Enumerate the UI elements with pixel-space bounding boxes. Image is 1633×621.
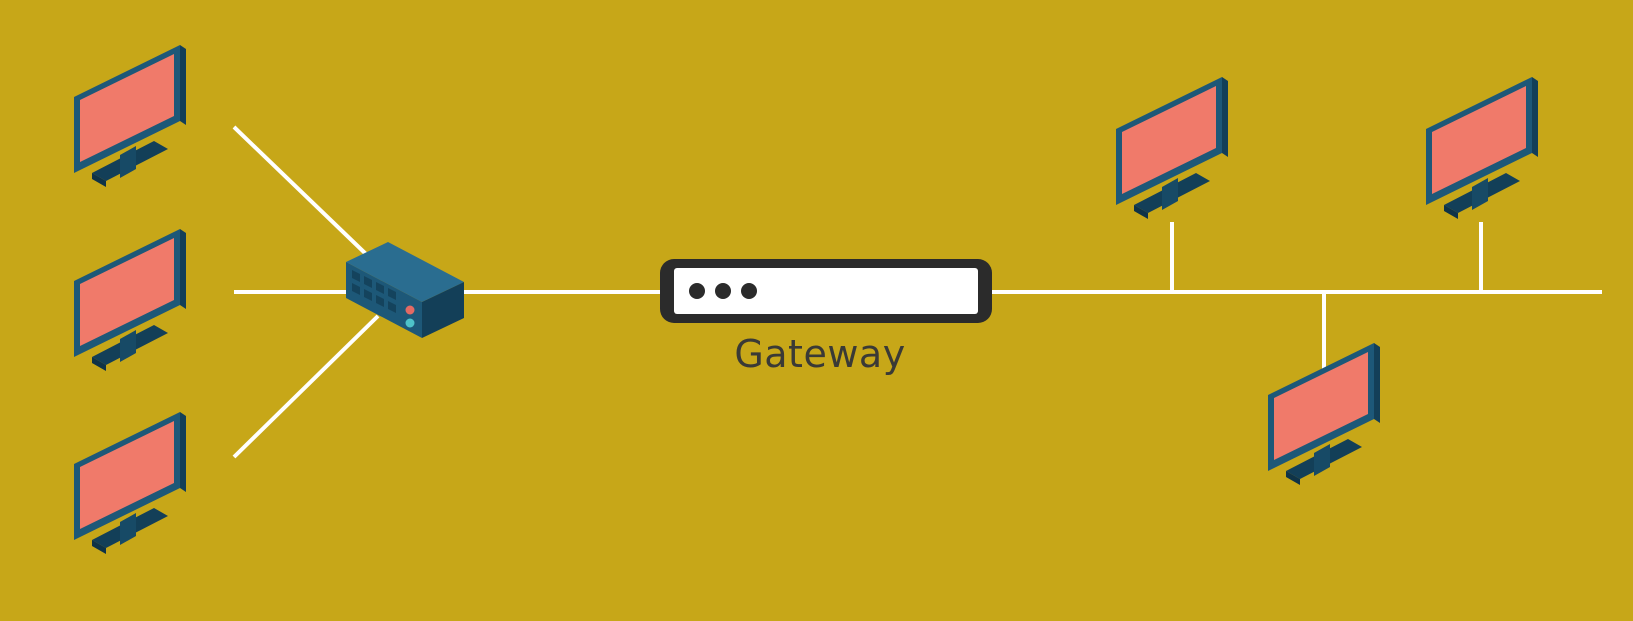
monitor-icon — [1116, 77, 1228, 219]
gateway-label: Gateway — [734, 332, 906, 376]
gateway-device-icon — [660, 259, 992, 323]
network-switch-icon — [346, 242, 464, 338]
wire-switch-top — [232, 125, 370, 258]
monitor-icon — [74, 45, 186, 187]
monitor-icon — [1426, 77, 1538, 219]
monitor-icon — [74, 229, 186, 371]
wire-switch-bottom — [232, 314, 380, 459]
network-wires — [232, 125, 1602, 459]
monitor-icon — [74, 412, 186, 554]
